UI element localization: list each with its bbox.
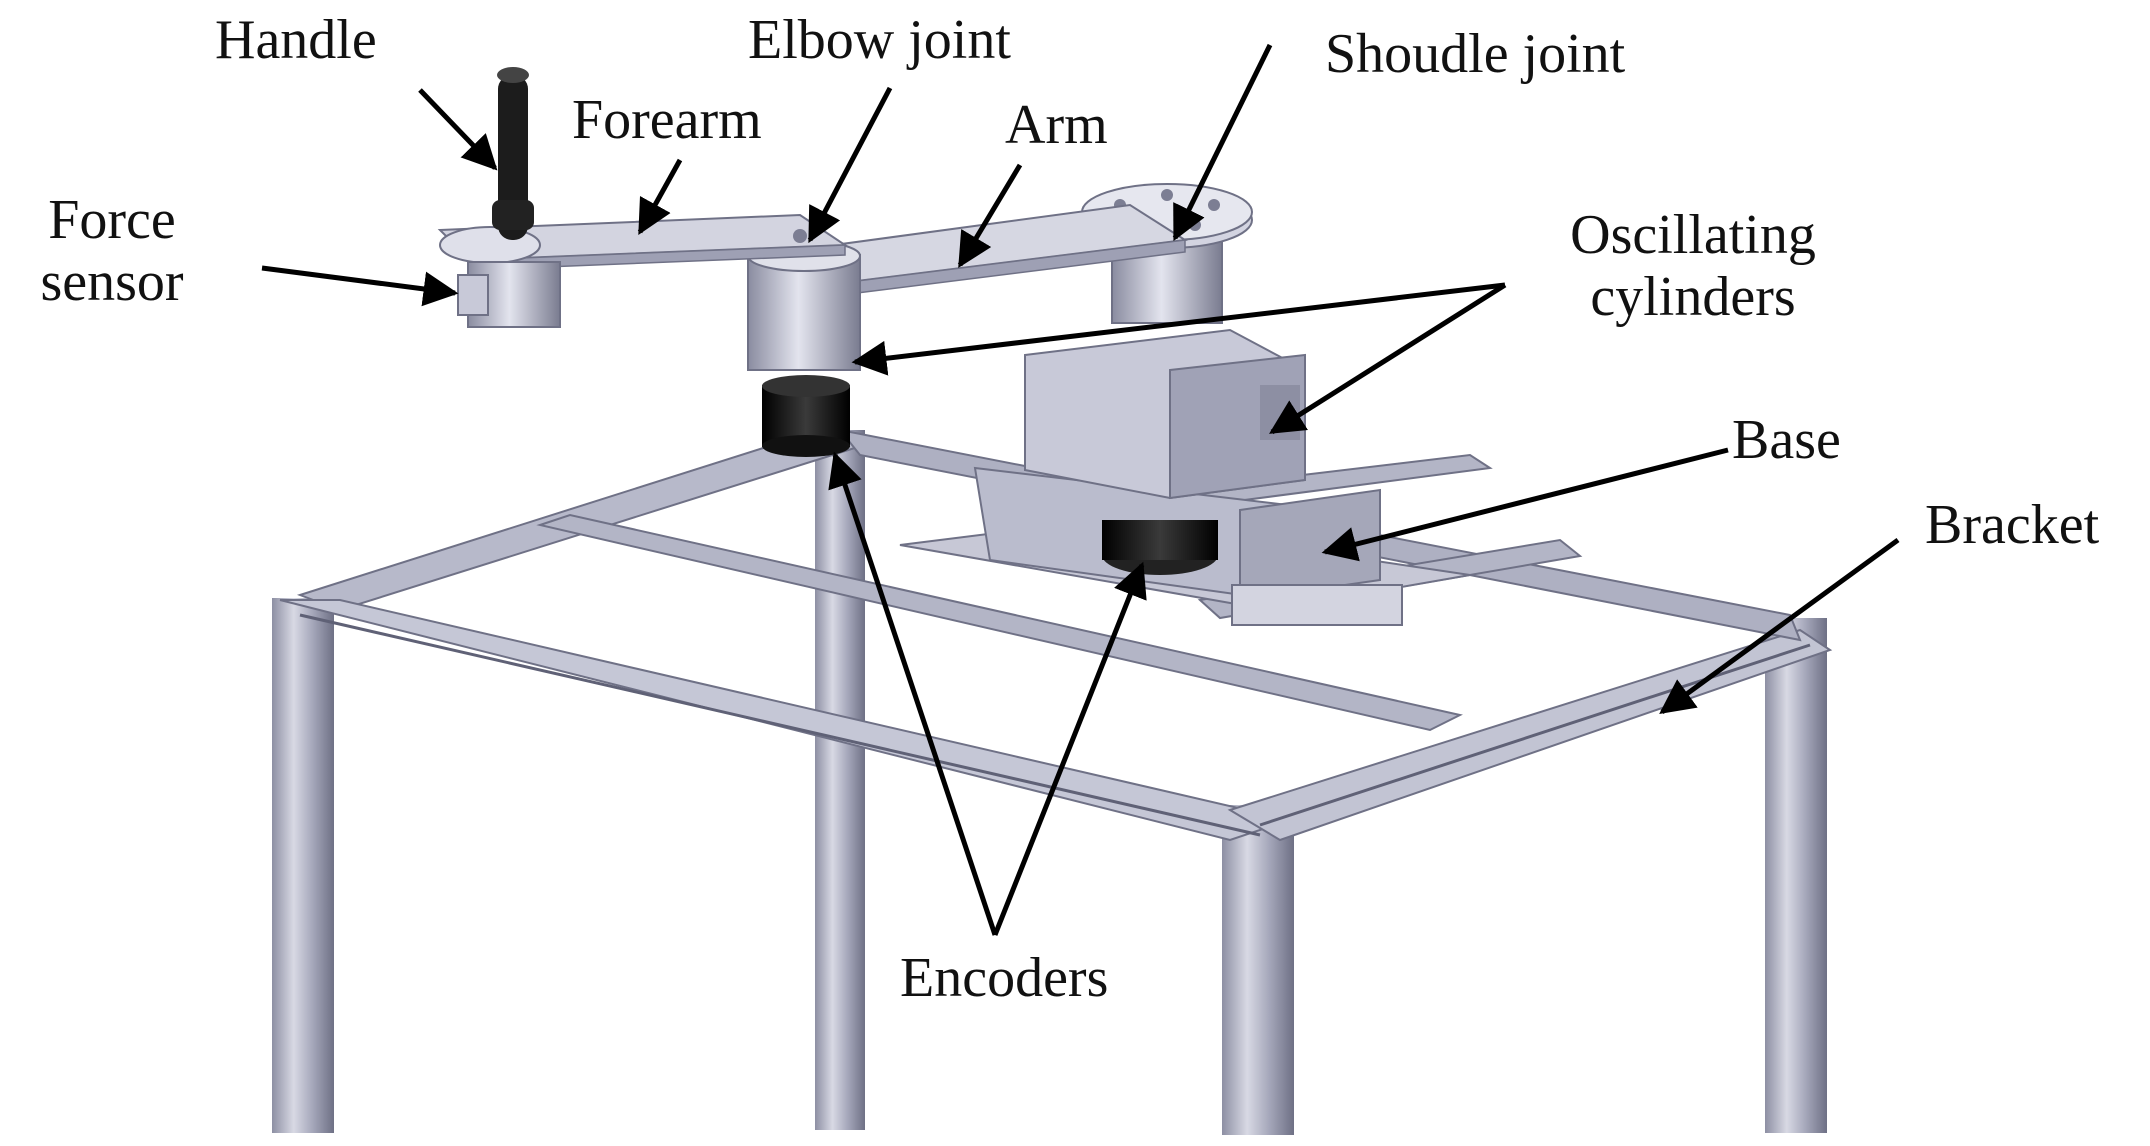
label-force-sensor: Force sensor — [22, 189, 202, 313]
label-forearm: Forearm — [572, 89, 762, 151]
leader-lines — [261, 43, 1900, 936]
beam-front-left — [279, 599, 1294, 842]
leg-front-left — [272, 598, 334, 1133]
label-bracket: Bracket — [1925, 494, 2100, 556]
beam-front-right — [1227, 628, 1833, 842]
handle — [492, 67, 534, 240]
leg-front-right — [1765, 618, 1827, 1133]
leader-bracket — [1659, 537, 1900, 715]
leader-oscillating-1 — [851, 282, 1506, 376]
base — [899, 466, 1471, 626]
label-force-sensor-line2: sensor — [40, 250, 184, 313]
label-elbow-joint: Elbow joint — [748, 9, 1011, 71]
elbow-cylinder — [747, 254, 861, 371]
leg-back-left — [815, 430, 865, 1130]
label-oscillating-line2: cylinders — [1590, 265, 1796, 328]
leader-encoder-elbow — [828, 451, 998, 936]
leader-encoder-base — [992, 561, 1147, 936]
leader-handle — [418, 88, 498, 171]
leader-elbow — [807, 86, 893, 244]
label-oscillating-cylinders: Oscillating cylinders — [1528, 204, 1858, 328]
leader-shoulder — [1172, 43, 1273, 242]
beam-inner-1 — [536, 513, 1463, 732]
label-oscillating-line1: Oscillating — [1570, 204, 1816, 266]
leader-force-sensor — [261, 265, 459, 307]
label-arm: Arm — [1005, 94, 1108, 156]
elbow-assembly — [747, 240, 861, 457]
force-sensor — [457, 261, 561, 328]
forearm-link — [437, 213, 849, 271]
label-shoulder-joint: Shoudle joint — [1325, 23, 1626, 85]
leader-arm — [957, 163, 1023, 269]
label-force-sensor-line1: Force — [48, 189, 176, 251]
label-encoders: Encoders — [900, 947, 1109, 1009]
leader-base — [1321, 447, 1729, 562]
label-base: Base — [1732, 409, 1841, 471]
leader-oscillating-2 — [1269, 282, 1507, 435]
label-handle: Handle — [215, 9, 377, 71]
leader-forearm — [637, 158, 683, 236]
leg-front-middle — [1222, 805, 1294, 1135]
